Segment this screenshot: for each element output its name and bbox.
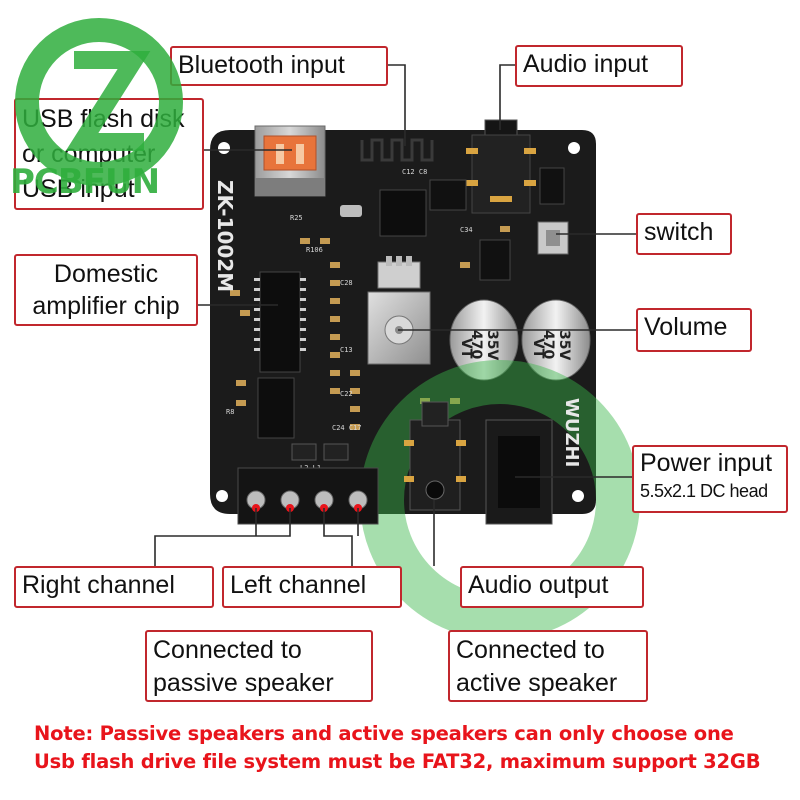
svg-text:C34: C34 — [460, 226, 473, 234]
capacitor-left: 470 35V VT — [449, 299, 519, 381]
label-volume: Volume — [636, 308, 752, 352]
inductors — [291, 443, 349, 461]
leader-lines — [154, 64, 636, 566]
svg-text:C13: C13 — [340, 346, 353, 354]
amplifier-chip — [254, 271, 306, 439]
svg-text:R8: R8 — [226, 408, 234, 416]
watermark-ring — [360, 360, 640, 640]
label-active-speaker: Connected to active speaker — [448, 630, 648, 702]
smd-components — [230, 226, 510, 430]
bluetooth-chip — [340, 167, 565, 281]
label-power-input: Power input 5.5x2.1 DC head — [632, 445, 788, 513]
volume-potentiometer — [367, 256, 431, 365]
svg-text:470: 470 — [540, 330, 556, 359]
note-usb-filesystem: Usb flash drive file system must be FAT3… — [34, 750, 761, 773]
note-speaker-choice: Note: Passive speakers and active speake… — [34, 722, 734, 745]
audio-output-jack — [404, 401, 466, 511]
switch — [537, 221, 569, 255]
capacitor-right: 470 35V VT — [521, 299, 591, 381]
svg-text:C28: C28 — [340, 279, 353, 287]
svg-text:VT: VT — [458, 338, 474, 359]
label-right-channel: Right channel — [14, 566, 214, 608]
dc-power-jack — [485, 419, 553, 525]
label-audio-output: Audio output — [460, 566, 644, 608]
bluetooth-antenna: C12 C8 — [360, 138, 434, 176]
svg-text:C24 C17: C24 C17 — [332, 424, 362, 432]
label-passive-speaker: Connected to passive speaker — [145, 630, 373, 702]
board-brand: WUZHI — [561, 398, 582, 467]
svg-text:35V: 35V — [556, 330, 572, 360]
board-model: ZK-1002M — [213, 180, 237, 292]
label-domestic-amplifier-chip: Domestic amplifier chip — [14, 254, 198, 326]
usb-port — [254, 125, 326, 197]
audio-input-jack — [466, 119, 536, 214]
speaker-terminal-block — [237, 467, 379, 525]
label-bluetooth-input: Bluetooth input — [170, 46, 388, 86]
svg-text:R25: R25 — [290, 214, 303, 222]
svg-text:35V: 35V — [484, 330, 500, 360]
svg-text:470: 470 — [468, 330, 484, 359]
label-audio-input: Audio input — [515, 45, 683, 87]
svg-text:C12 C8: C12 C8 — [402, 168, 427, 176]
svg-text:VT: VT — [530, 338, 546, 359]
svg-text:R106: R106 — [306, 246, 323, 254]
label-usb-input: USB flash disk or computer USB input — [14, 98, 204, 210]
label-left-channel: Left channel — [222, 566, 402, 608]
svg-text:C22: C22 — [340, 390, 353, 398]
label-switch: switch — [636, 213, 732, 255]
